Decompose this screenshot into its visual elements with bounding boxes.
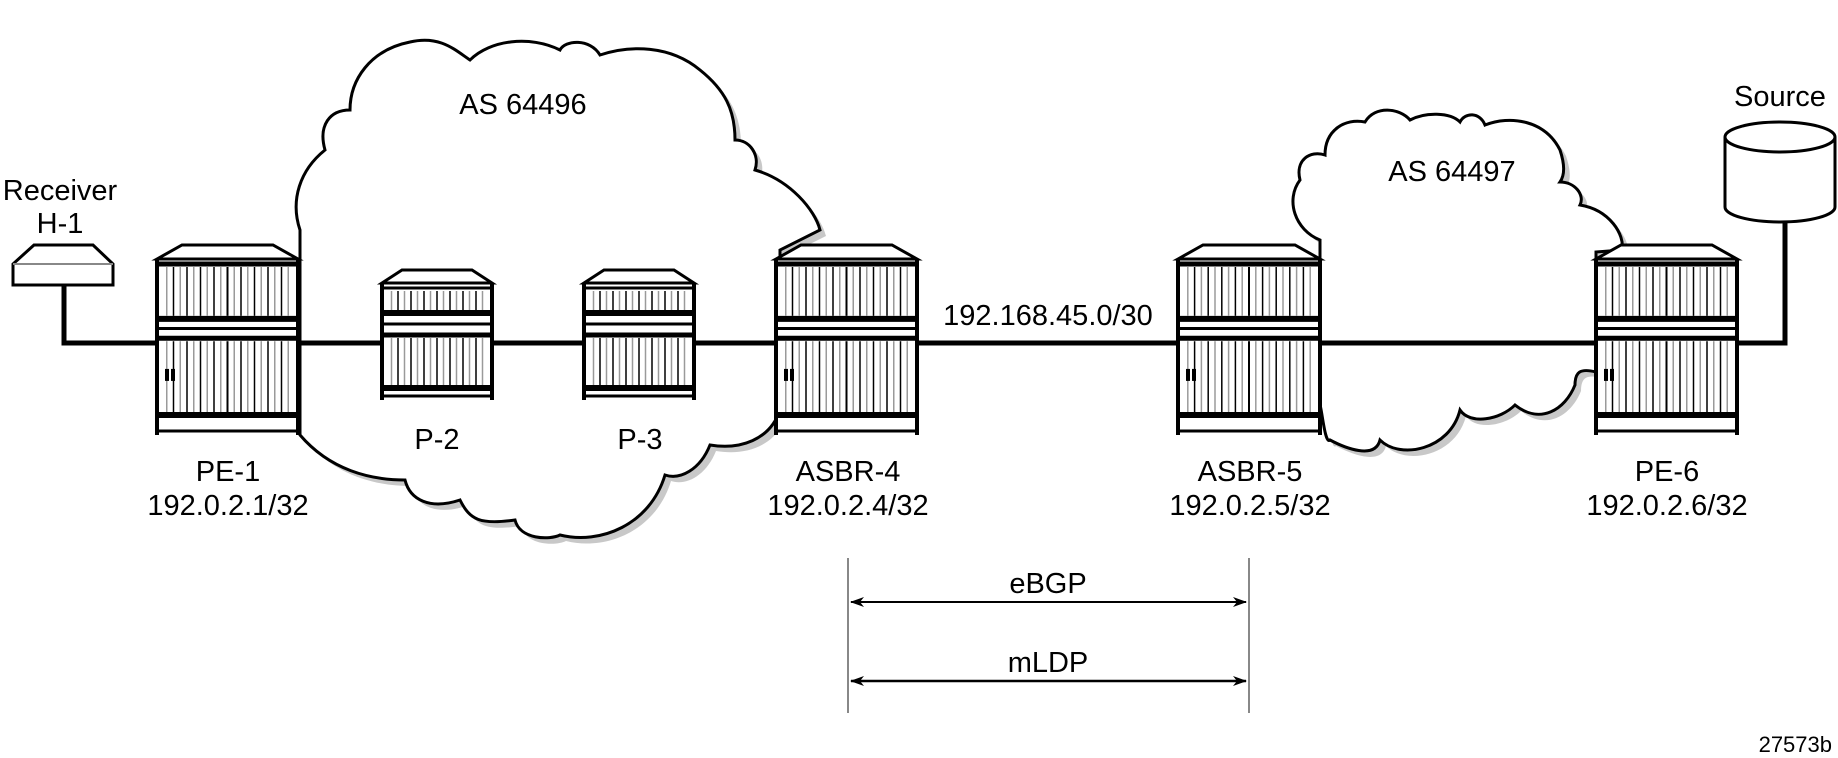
router-handle — [171, 368, 175, 381]
source-database-top — [1723, 120, 1837, 154]
node-addr-asbr5: 192.0.2.5/32 — [1169, 490, 1330, 522]
router-asbr5 — [1172, 243, 1326, 435]
node-labels: PE-1 192.0.2.1/32 P-2 P-3 ASBR-4 192.0.2… — [147, 424, 1747, 522]
receiver-label: Receiver — [3, 175, 118, 207]
router-roof — [578, 268, 700, 285]
node-addr-asbr4: 192.0.2.4/32 — [767, 490, 928, 522]
router-p3 — [578, 268, 700, 400]
node-name-pe6: PE-6 — [1635, 456, 1699, 488]
inter-as-subnet-label: 192.168.45.0/30 — [943, 300, 1153, 332]
node-name-asbr5: ASBR-5 — [1198, 456, 1303, 488]
sessions: eBGP mLDP — [847, 558, 1250, 713]
node-name-asbr4: ASBR-4 — [796, 456, 901, 488]
node-addr-pe6: 192.0.2.6/32 — [1586, 490, 1747, 522]
link-pe6-source — [1737, 222, 1788, 346]
router-roof — [1172, 243, 1326, 261]
router-roof — [376, 268, 498, 285]
router-handle — [165, 368, 169, 381]
cloud-as-64497: AS 64497 — [1291, 108, 1629, 457]
receiver-id-label: H-1 — [37, 208, 84, 240]
router-handle — [1192, 368, 1196, 381]
router-pe1 — [151, 243, 304, 435]
node-name-p3: P-3 — [617, 424, 662, 456]
router-roof — [151, 243, 304, 261]
node-addr-pe1: 192.0.2.1/32 — [147, 490, 308, 522]
cloud-outline — [294, 38, 822, 540]
cloud-as-64496: AS 64496 — [294, 38, 826, 544]
receiver-host: Receiver H-1 — [3, 175, 118, 287]
cloud-outline — [1291, 108, 1624, 453]
cloud-label: AS 64497 — [1388, 156, 1515, 188]
router-roof — [770, 243, 923, 261]
router-pe6 — [1590, 243, 1743, 435]
router-asbr4 — [770, 243, 923, 435]
source-label: Source — [1734, 81, 1826, 113]
router-roof — [1590, 243, 1743, 261]
link-receiver-pe1 — [61, 284, 157, 346]
node-name-p2: P-2 — [414, 424, 459, 456]
mldp-label: mLDP — [1008, 647, 1089, 679]
router-handle — [784, 368, 788, 381]
router-handle — [1604, 368, 1608, 381]
cloud-label: AS 64496 — [459, 89, 586, 121]
source-database-icon — [1723, 137, 1837, 224]
node-name-pe1: PE-1 — [196, 456, 260, 488]
figure-id: 27573b — [1759, 732, 1832, 757]
router-handle — [1610, 368, 1614, 381]
source-host: Source — [1723, 81, 1837, 224]
routers — [151, 243, 1743, 435]
router-p2 — [376, 268, 498, 400]
links — [61, 222, 1788, 346]
router-handle — [1186, 368, 1190, 381]
ebgp-label: eBGP — [1009, 568, 1086, 600]
router-handle — [790, 368, 794, 381]
